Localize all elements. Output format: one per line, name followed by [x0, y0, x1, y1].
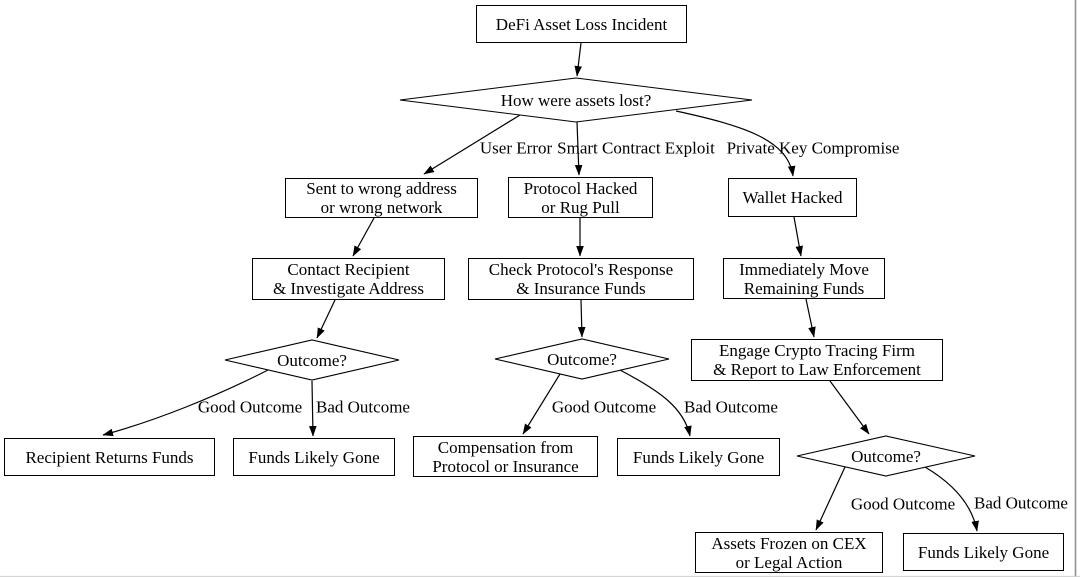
decision-outcome-2: Outcome? [547, 349, 617, 369]
node-funds-likely-gone-2: Funds Likely Gone [617, 438, 780, 476]
edge-contact-to-outcome1 [316, 299, 336, 339]
edge-label-good-outcome-2: Good Outcome [551, 397, 657, 417]
decision-outcome-3: Outcome? [851, 446, 921, 466]
edge-label-user-error: User Error [479, 138, 553, 158]
edge-label-good-outcome-3: Good Outcome [850, 494, 956, 514]
edge-label-bad-outcome-1: Bad Outcome [316, 397, 410, 417]
node-immediately-move-funds: Immediately Move Remaining Funds [723, 258, 885, 299]
edge-label-bad-outcome-3: Bad Outcome [974, 493, 1068, 513]
edge-outcome2-bad [619, 369, 692, 437]
node-assets-frozen: Assets Frozen on CEX or Legal Action [695, 532, 883, 573]
decision-diamond-outcome-1 [224, 339, 400, 381]
node-check-protocol-response: Check Protocol's Response & Insurance Fu… [468, 258, 694, 300]
node-engage-crypto-tracing: Engage Crypto Tracing Firm & Report to L… [691, 339, 943, 381]
edge-outcome3-bad [924, 466, 979, 532]
flow-edges [102, 42, 979, 532]
edge-label-smart-contract-exploit: Smart Contract Exploit [557, 138, 715, 158]
edge-label-good-outcome-1: Good Outcome [197, 397, 303, 417]
decision-diamonds [224, 77, 976, 477]
node-wallet-hacked: Wallet Hacked [728, 178, 857, 217]
edge-outcome3-good [815, 466, 846, 531]
edge-outcome1-bad [309, 380, 317, 437]
edge-root-to-how [574, 42, 582, 77]
decision-diamond-how [399, 77, 753, 123]
decision-outcome-1: Outcome? [277, 350, 347, 370]
edge-move-to-engage [805, 298, 816, 338]
node-recipient-returns-funds: Recipient Returns Funds [4, 438, 215, 476]
edge-how-to-protocol-hacked [574, 121, 583, 176]
edge-label-bad-outcome-2: Bad Outcome [684, 397, 778, 417]
edge-check-to-outcome2 [577, 299, 586, 338]
node-funds-likely-gone-1: Funds Likely Gone [233, 438, 395, 476]
edge-engage-to-outcome3 [829, 380, 870, 435]
node-contact-recipient: Contact Recipient & Investigate Address [252, 258, 445, 300]
edge-label-private-key-compromise: Private Key Compromise [726, 138, 900, 158]
edge-outcome1-good [102, 369, 269, 437]
node-sent-to-wrong-address: Sent to wrong address or wrong network [285, 178, 478, 218]
decision-how-were-assets-lost: How were assets lost? [500, 90, 652, 110]
node-defi-asset-loss-incident: DeFi Asset Loss Incident [476, 5, 687, 43]
edge-how-to-wallet-hacked [675, 110, 796, 177]
node-protocol-hacked: Protocol Hacked or Rug Pull [508, 177, 653, 218]
edge-how-to-sent-wrong [423, 114, 521, 175]
node-funds-likely-gone-3: Funds Likely Gone [903, 533, 1064, 571]
node-compensation: Compensation from Protocol or Insurance [413, 436, 598, 477]
edge-sent-wrong-to-contact [352, 217, 375, 257]
decision-diamond-outcome-2 [494, 338, 670, 380]
edge-wallet-to-move [793, 216, 803, 257]
edge-outcome2-good [522, 373, 561, 435]
decision-diamond-outcome-3 [796, 435, 976, 477]
